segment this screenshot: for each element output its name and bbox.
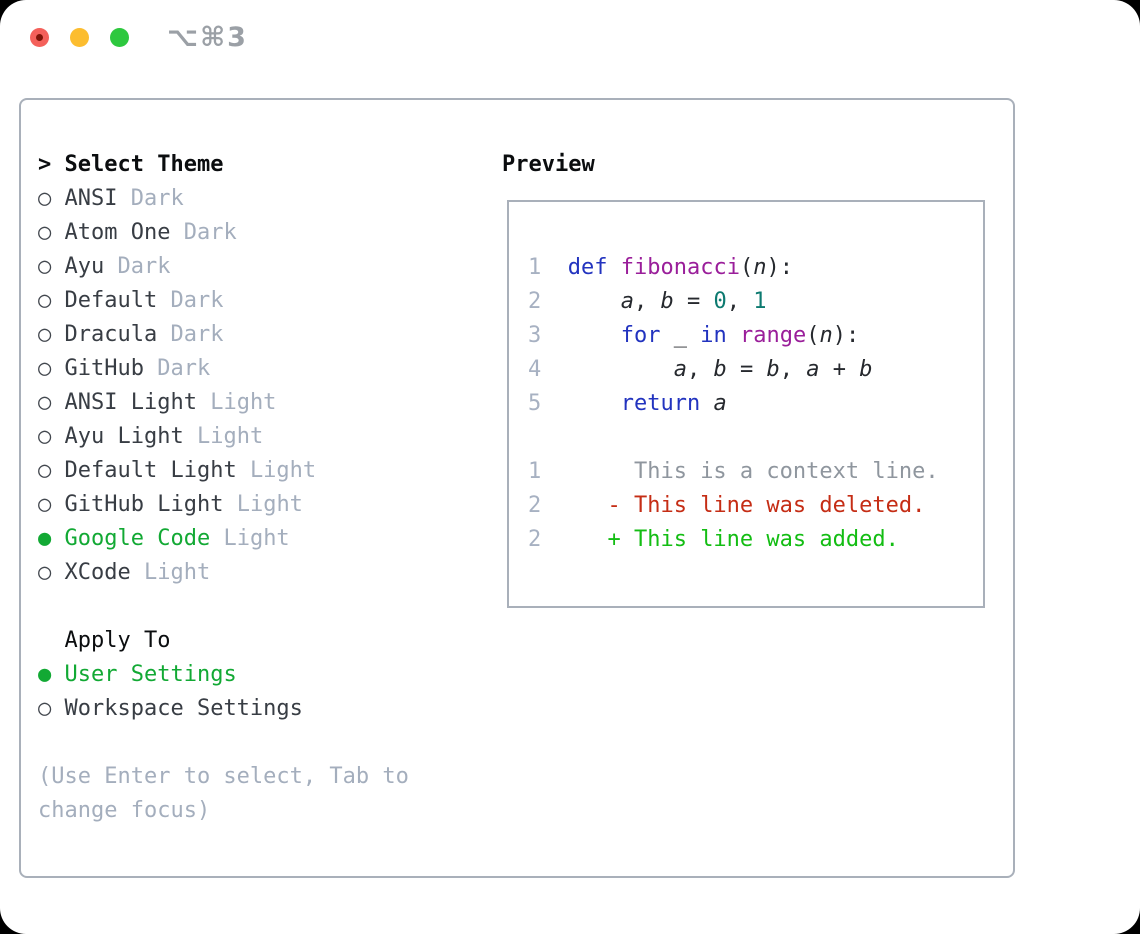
apply-option-workspace-settings[interactable]: ○ Workspace Settings xyxy=(38,692,409,726)
zoom-button[interactable] xyxy=(110,28,129,47)
radio-icon: ○ xyxy=(38,696,52,721)
theme-variant: Dark xyxy=(183,220,237,245)
code-line: 2 + This line was added. xyxy=(528,527,899,552)
radio-icon: ○ xyxy=(38,186,52,211)
theme-variant: Dark xyxy=(117,254,171,279)
theme-picker-panel: > Select Theme ○ ANSI Dark○ Atom One Dar… xyxy=(19,98,1015,878)
radio-icon: ○ xyxy=(38,356,52,381)
apply-to-heading-label: Apply To xyxy=(64,628,171,653)
apply-to-indent xyxy=(38,628,51,653)
theme-option-ansi-light[interactable]: ○ ANSI Light Light xyxy=(38,386,409,420)
radio-icon: ○ xyxy=(38,458,52,483)
spacer xyxy=(38,590,409,624)
theme-option-ayu[interactable]: ○ Ayu Dark xyxy=(38,250,409,284)
theme-option-atom-one[interactable]: ○ Atom One Dark xyxy=(38,216,409,250)
line-number: 4 xyxy=(528,357,542,382)
radio-icon: ○ xyxy=(38,424,52,449)
theme-list: ○ ANSI Dark○ Atom One Dark○ Ayu Dark○ De… xyxy=(38,182,409,590)
spacer xyxy=(38,726,409,760)
code-line: 1 def fibonacci(n): xyxy=(528,255,793,280)
theme-name: Default xyxy=(64,288,158,313)
theme-variant: Light xyxy=(196,424,264,449)
theme-option-xcode[interactable]: ○ XCode Light xyxy=(38,556,409,590)
line-number: 2 xyxy=(528,527,542,552)
theme-name: Dracula xyxy=(64,322,158,347)
theme-option-ayu-light[interactable]: ○ Ayu Light Light xyxy=(38,420,409,454)
theme-name: GitHub Light xyxy=(64,492,224,517)
theme-variant: Dark xyxy=(170,322,224,347)
theme-variant: Light xyxy=(223,526,290,551)
theme-name: ANSI Light xyxy=(64,390,197,415)
theme-name: GitHub xyxy=(64,356,144,381)
preview-heading-label: Preview xyxy=(502,152,595,177)
theme-name: ANSI xyxy=(64,186,118,211)
theme-option-github[interactable]: ○ GitHub Dark xyxy=(38,352,409,386)
help-text-line-1: (Use Enter to select, Tab to xyxy=(38,764,409,789)
apply-option-label: Workspace Settings xyxy=(64,696,303,721)
theme-variant: Light xyxy=(143,560,211,585)
select-theme-heading-label: Select Theme xyxy=(64,152,224,177)
code-line: 3 for _ in range(n): xyxy=(528,323,860,348)
apply-option-label: User Settings xyxy=(64,662,237,687)
theme-variant: Light xyxy=(236,492,303,517)
radio-selected-icon: ● xyxy=(38,526,52,551)
code-line: 2 - This line was deleted. xyxy=(528,493,926,518)
radio-icon: ○ xyxy=(38,288,52,313)
theme-option-dracula[interactable]: ○ Dracula Dark xyxy=(38,318,409,352)
titlebar: ⌥⌘3 xyxy=(0,0,1140,76)
window-title: ⌥⌘3 xyxy=(167,22,248,53)
help-text-line-2: change focus) xyxy=(38,798,211,823)
apply-to-heading: Apply To xyxy=(38,624,409,658)
code-line: 4 a, b = b, a + b xyxy=(528,357,873,382)
radio-selected-icon: ● xyxy=(38,662,52,687)
theme-option-default-light[interactable]: ○ Default Light Light xyxy=(38,454,409,488)
close-button[interactable] xyxy=(30,28,49,47)
theme-name: XCode xyxy=(64,560,131,585)
code-line: 5 return a xyxy=(528,391,727,416)
theme-option-github-light[interactable]: ○ GitHub Light Light xyxy=(38,488,409,522)
radio-icon: ○ xyxy=(38,322,52,347)
preview-code: 1 def fibonacci(n): 2 a, b = 0, 1 3 for _ … xyxy=(528,251,983,557)
theme-name: Ayu xyxy=(64,254,105,279)
theme-option-google-code[interactable]: ● Google Code Light xyxy=(38,522,409,556)
line-number: 3 xyxy=(528,323,542,348)
theme-option-ansi[interactable]: ○ ANSI Dark xyxy=(38,182,409,216)
radio-icon: ○ xyxy=(38,220,52,245)
theme-variant: Dark xyxy=(170,288,224,313)
theme-variant: Dark xyxy=(130,186,184,211)
radio-icon: ○ xyxy=(38,560,52,585)
theme-variant: Light xyxy=(210,390,277,415)
code-line: 2 a, b = 0, 1 xyxy=(528,289,767,314)
theme-name: Ayu Light xyxy=(64,424,184,449)
select-theme-heading: > Select Theme xyxy=(38,148,409,182)
radio-icon: ○ xyxy=(38,492,52,517)
code-line: 1 This is a context line. xyxy=(528,459,939,484)
theme-selector: > Select Theme ○ ANSI Dark○ Atom One Dar… xyxy=(38,148,409,828)
focus-caret-icon: > xyxy=(38,152,52,177)
line-number: 5 xyxy=(528,391,542,416)
radio-icon: ○ xyxy=(38,390,52,415)
line-number: 2 xyxy=(528,493,542,518)
theme-variant: Dark xyxy=(157,356,211,381)
theme-name: Default Light xyxy=(64,458,237,483)
apply-option-user-settings[interactable]: ● User Settings xyxy=(38,658,409,692)
apply-to-list: ● User Settings○ Workspace Settings xyxy=(38,658,409,726)
theme-option-default[interactable]: ○ Default Dark xyxy=(38,284,409,318)
line-number: 1 xyxy=(528,255,542,280)
line-number: 2 xyxy=(528,289,542,314)
theme-name: Google Code xyxy=(64,526,211,551)
theme-variant: Light xyxy=(249,458,317,483)
preview-box: 1 def fibonacci(n): 2 a, b = 0, 1 3 for _ … xyxy=(507,200,985,608)
radio-icon: ○ xyxy=(38,254,52,279)
minimize-button[interactable] xyxy=(70,28,89,47)
code-line xyxy=(528,421,983,455)
line-number: 1 xyxy=(528,459,542,484)
theme-name: Atom One xyxy=(64,220,171,245)
